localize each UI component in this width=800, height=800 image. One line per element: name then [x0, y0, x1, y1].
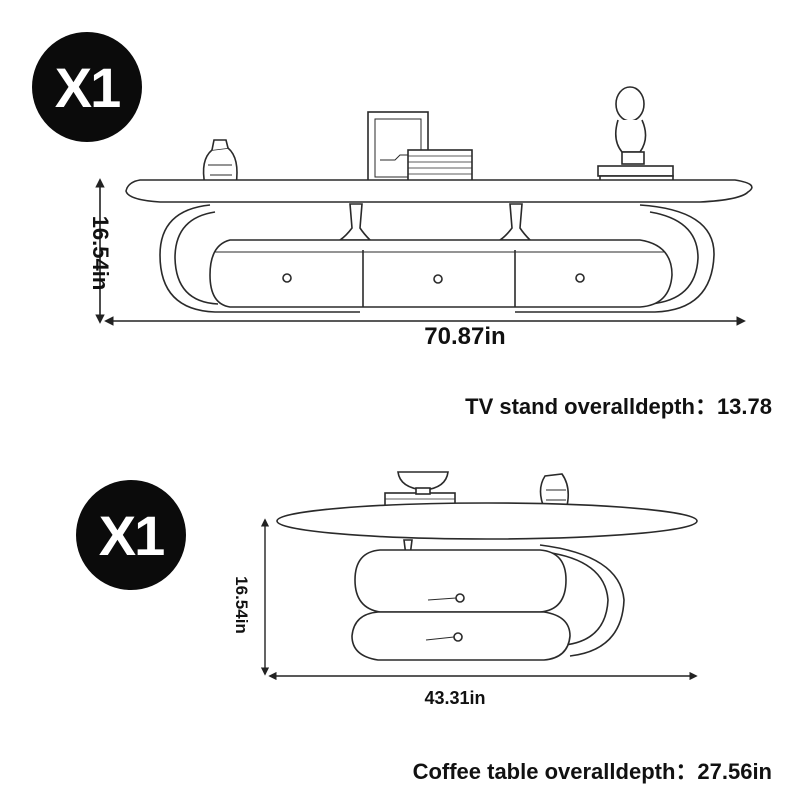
quantity-badge-tv-stand: X1 [32, 32, 142, 142]
tv-stand-width-label: 70.87in [424, 323, 506, 350]
coffee-table-dimension-lines [260, 518, 698, 681]
tv-stand-depth-caption: TV stand overalldepth：13.78 [465, 394, 772, 419]
drawer-knob-icon [433, 274, 443, 284]
coffee-table-drawing [276, 471, 698, 661]
tv-stand-drawer-body [209, 239, 673, 308]
drawer-knob-icon [453, 632, 463, 642]
tv-stand-dimension-lines [95, 178, 746, 326]
tv-stand-right-loop [515, 204, 715, 313]
drawer-knob-icon [282, 273, 292, 283]
coffee-table-width-label: 43.31in [424, 688, 486, 708]
quantity-badge-coffee-table: X1 [76, 480, 186, 590]
vase-decor-icon [539, 473, 570, 511]
tv-stand-leg-right [497, 203, 532, 241]
vase-decor-icon [202, 139, 238, 186]
tv-stand-top [125, 179, 753, 203]
coffee-table-top [276, 502, 698, 540]
tv-stand-drawing [125, 86, 753, 313]
tv-stand-left-loop [159, 204, 360, 313]
drawer-knob-icon [455, 593, 465, 603]
bust-sculpture-icon [597, 86, 674, 185]
coffee-table-depth-caption: Coffee table overalldepth：27.56in [412, 759, 772, 784]
drawer-knob-icon [575, 273, 585, 283]
coffee-table-curved-support [539, 544, 625, 657]
tv-stand-leg-left [337, 203, 372, 241]
tv-stand-height-label: 16.54in [88, 215, 113, 291]
coffee-table-height-label: 16.54in [232, 576, 251, 634]
